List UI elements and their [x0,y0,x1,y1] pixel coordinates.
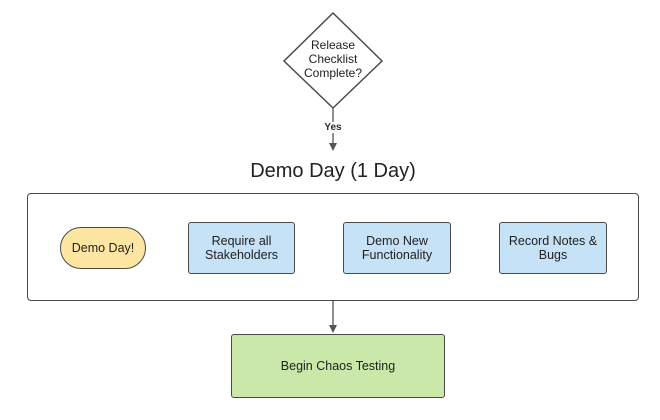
process-node-record-notes: Record Notes & Bugs [499,222,607,274]
group-title: Demo Day (1 Day) [250,160,416,182]
decision-label: Release Checklist Complete? [303,38,363,80]
process-node-demo-functionality: Demo New Functionality [343,222,451,274]
yes-edge-label: Yes [316,122,350,133]
start-node: Demo Day! [60,227,146,269]
end-node: Begin Chaos Testing [231,334,445,398]
process-node-require-stakeholders: Require all Stakeholders [188,222,295,274]
